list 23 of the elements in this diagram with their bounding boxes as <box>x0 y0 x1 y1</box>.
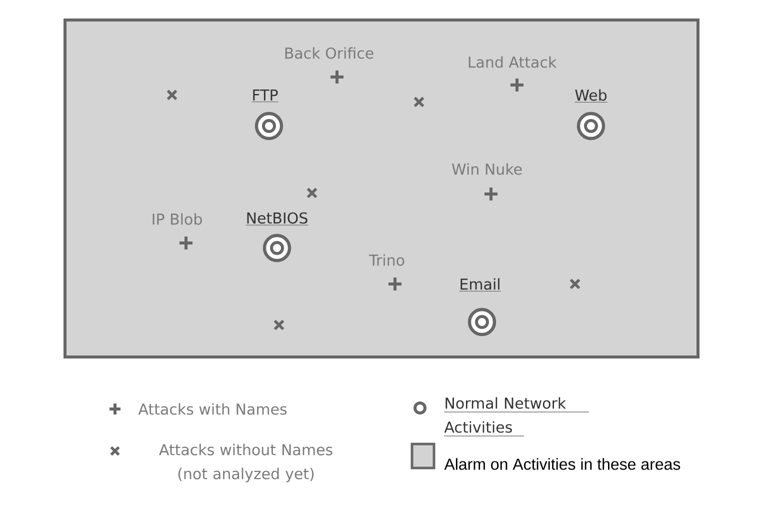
named-attack-mark: Land Attack <box>468 56 557 93</box>
named-attack-mark: Back Orifice <box>285 47 374 85</box>
node-label: FTP <box>253 90 278 100</box>
node-label: Email <box>460 278 500 290</box>
legend-text: Normal Network Activities <box>444 397 590 436</box>
legend-text: Attacks with Names <box>138 403 287 415</box>
unnamed-attack-mark <box>413 96 425 108</box>
network-activity-target: Email <box>459 278 501 336</box>
alarm-area <box>64 18 700 358</box>
node-label: NetBIOS <box>247 212 308 224</box>
named-attack-mark: IP Blob <box>152 213 202 251</box>
node-label: Web <box>575 89 607 101</box>
network-activity-target: FTP <box>252 90 284 140</box>
network-activity-target: NetBIOS <box>246 212 308 262</box>
named-attack-mark: Trino <box>368 254 404 292</box>
unnamed-attack-mark <box>273 319 285 331</box>
legend-text: Alarm on Activities in these areas <box>444 458 680 470</box>
named-attack-mark: Win Nuke <box>452 163 522 202</box>
network-activity-target: Web <box>574 89 608 140</box>
legend-text: Attacks without Names (not analyzed yet) <box>159 444 332 482</box>
unnamed-attack-mark <box>166 89 178 101</box>
unnamed-attack-mark <box>569 278 581 290</box>
unnamed-attack-mark <box>306 187 318 199</box>
